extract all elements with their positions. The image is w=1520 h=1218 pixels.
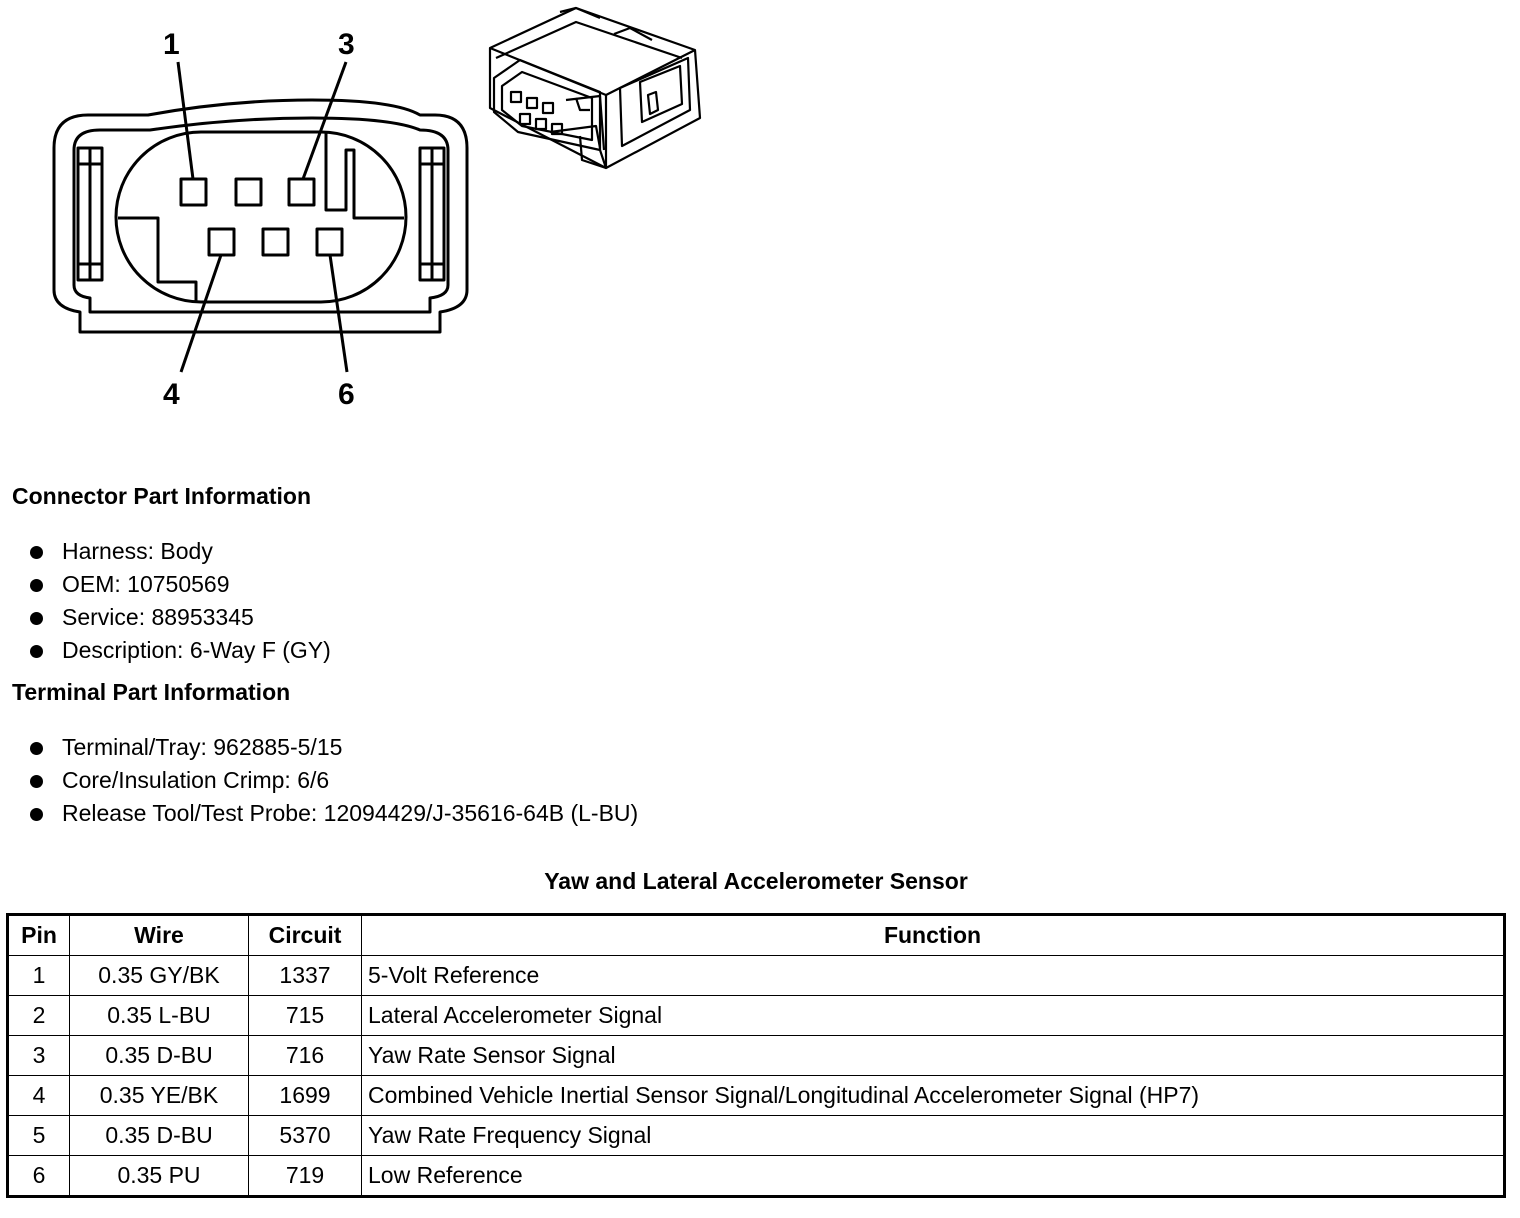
cell-pin: 2 — [7, 995, 70, 1036]
cell-circuit: 1699 — [248, 1075, 362, 1116]
leader-pin-6 — [328, 254, 349, 373]
bullet-icon — [30, 645, 43, 658]
pin-cavity-3 — [287, 177, 316, 207]
list-item: Harness: Body — [30, 535, 331, 568]
cell-pin: 1 — [7, 955, 70, 996]
list-item: Description: 6-Way F (GY) — [30, 634, 331, 667]
cell-function: Yaw Rate Sensor Signal — [361, 1035, 1505, 1076]
list-item: OEM: 10750569 — [30, 568, 331, 601]
cell-circuit: 1337 — [248, 955, 362, 996]
table-header-row: Pin Wire Circuit Function — [7, 914, 1505, 956]
table-row: 6 0.35 PU 719 Low Reference — [7, 1155, 1505, 1197]
cell-function: Combined Vehicle Inertial Sensor Signal/… — [361, 1075, 1505, 1116]
list-item: Terminal/Tray: 962885-5/15 — [30, 731, 638, 764]
cell-function: Lateral Accelerometer Signal — [361, 995, 1505, 1036]
table-row: 5 0.35 D-BU 5370 Yaw Rate Frequency Sign… — [7, 1115, 1505, 1156]
bullet-icon — [30, 742, 43, 755]
terminal-cavity — [114, 130, 408, 304]
list-item: Service: 88953345 — [30, 601, 331, 634]
cell-wire: 0.35 L-BU — [69, 995, 249, 1036]
cell-wire: 0.35 GY/BK — [69, 955, 249, 996]
leader-pin-3 — [301, 61, 348, 180]
pin-cavity-2 — [234, 177, 263, 207]
cell-pin: 3 — [7, 1035, 70, 1076]
callout-pin-6: 6 — [338, 378, 355, 411]
table-row: 2 0.35 L-BU 715 Lateral Accelerometer Si… — [7, 995, 1505, 1036]
table-caption: Yaw and Lateral Accelerometer Sensor — [544, 868, 968, 894]
terminal-part-info-list: Terminal/Tray: 962885-5/15 Core/Insulati… — [30, 731, 638, 830]
connector-housing-outer — [52, 98, 469, 334]
cell-wire: 0.35 D-BU — [69, 1035, 249, 1076]
connector-drawing: 1 3 4 6 — [52, 6, 702, 411]
terminal-part-info-heading: Terminal Part Information — [12, 679, 291, 705]
cell-circuit: 715 — [248, 995, 362, 1036]
connector-part-info-heading: Connector Part Information — [12, 483, 312, 509]
callout-pin-1: 1 — [163, 28, 180, 61]
connector-diagram: 1 3 4 6 — [0, 0, 720, 420]
cell-circuit: 716 — [248, 1035, 362, 1076]
cell-wire: 0.35 D-BU — [69, 1115, 249, 1156]
header-function: Function — [361, 914, 1505, 956]
cell-wire: 0.35 YE/BK — [69, 1075, 249, 1116]
list-item: Release Tool/Test Probe: 12094429/J-3561… — [30, 797, 638, 830]
header-wire: Wire — [69, 914, 249, 956]
cell-function: Low Reference — [361, 1155, 1505, 1197]
cell-pin: 5 — [7, 1115, 70, 1156]
pin-cavity-1 — [179, 177, 208, 207]
cell-function: Yaw Rate Frequency Signal — [361, 1115, 1505, 1156]
bullet-icon — [30, 808, 43, 821]
header-circuit: Circuit — [248, 914, 362, 956]
leader-pin-4 — [179, 254, 223, 373]
cell-pin: 4 — [7, 1075, 70, 1116]
bullet-icon — [30, 612, 43, 625]
cell-wire: 0.35 PU — [69, 1155, 249, 1197]
pin-cavity-4 — [207, 227, 236, 257]
table-row: 3 0.35 D-BU 716 Yaw Rate Sensor Signal — [7, 1035, 1505, 1076]
header-pin: Pin — [7, 914, 70, 956]
callout-pin-4: 4 — [163, 378, 180, 411]
bullet-icon — [30, 775, 43, 788]
bullet-icon — [30, 579, 43, 592]
pin-cavity-6 — [315, 227, 344, 257]
table-row: 4 0.35 YE/BK 1699 Combined Vehicle Inert… — [7, 1075, 1505, 1116]
connector-part-info-list: Harness: Body OEM: 10750569 Service: 889… — [30, 535, 331, 667]
connector-housing-inner — [72, 116, 450, 314]
connector-3d-view — [488, 6, 702, 170]
table-row: 1 0.35 GY/BK 1337 5-Volt Reference — [7, 955, 1505, 996]
cell-circuit: 5370 — [248, 1115, 362, 1156]
cell-pin: 6 — [7, 1155, 70, 1197]
leader-pin-1 — [176, 61, 195, 180]
cell-function: 5-Volt Reference — [361, 955, 1505, 996]
pin-table: Pin Wire Circuit Function 1 0.35 GY/BK 1… — [6, 913, 1506, 1198]
pin-cavity-5 — [261, 227, 290, 257]
cell-circuit: 719 — [248, 1155, 362, 1197]
bullet-icon — [30, 546, 43, 559]
callout-pin-3: 3 — [338, 28, 355, 61]
list-item: Core/Insulation Crimp: 6/6 — [30, 764, 638, 797]
